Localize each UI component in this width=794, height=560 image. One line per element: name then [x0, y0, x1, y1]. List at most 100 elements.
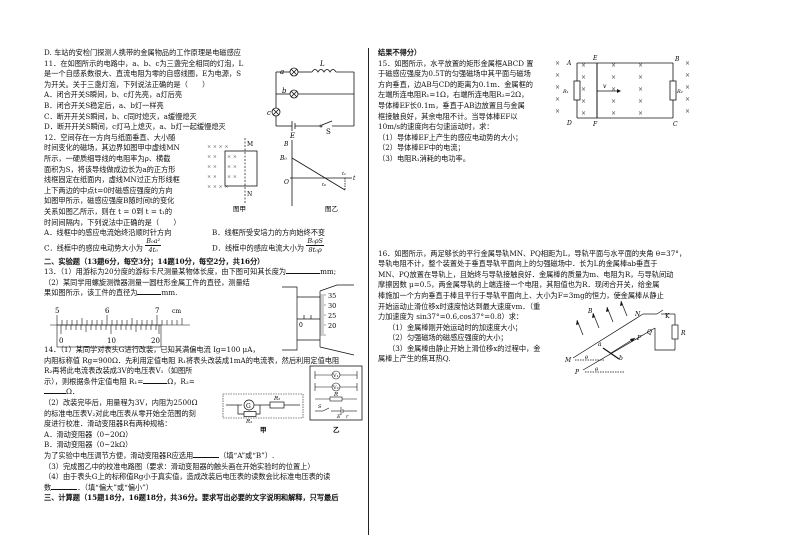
v2-label: V₂: [332, 385, 339, 391]
b0-label: B₀: [279, 155, 287, 162]
q15-stem-1: 15．如图所示，水平放置的矩形金属框ABCD 置: [378, 58, 534, 68]
q14-line-1: 14．（1）某同学对表头G进行改装，已知其满偏电流 Ig=100 μA，: [44, 345, 260, 355]
svg-text:×: ×: [638, 86, 643, 93]
q16-sub-2: （2）匀强磁场的磁感应强度的大小；: [388, 333, 508, 343]
q13-line-1-text: 13．（1）用游标为20分度的游标卡尺测量某物体长度，由下图可知其长度为: [44, 267, 287, 277]
svg-text:×: ×: [581, 86, 586, 93]
v1-label: V₁: [332, 373, 339, 379]
q16-stem-3: MN、PQ放置在导轨上，且始终与导轨接触良好．金属棒的质量为m、电阻为R，与导轨…: [378, 269, 674, 279]
q14-line-13: （4）由于表头G上的标称值Rg小于真实值，造成改装后电压表的读数会比标准电压表的…: [44, 472, 331, 482]
label-c: C: [673, 121, 678, 128]
q15-sub-2: （2）导体棒EF中的电流；: [378, 143, 465, 153]
q11-option-d: D．断开开关S瞬间，c灯马上熄灭，a、b灯一起缓慢熄灭: [44, 122, 226, 132]
q12-stem-3: 所示，一硬质细导线的电阻率为ρ、横截: [44, 153, 171, 163]
q12-stem-6: 上下两边的中点t=0时磁感应强度的方向: [44, 185, 173, 195]
q14-line-5: Ω．: [44, 387, 366, 398]
svg-text:×: ×: [611, 110, 616, 117]
fig-jia-caption: 图甲: [233, 205, 246, 213]
svg-text:×: ×: [581, 98, 586, 105]
label-e: E: [592, 55, 598, 62]
q16-stem-7: 力加速度为 sin37°=0.6,cos37°=0.8）求：: [378, 312, 524, 322]
svg-text:×: ×: [555, 96, 560, 103]
q12-option-d-text: D．线框中的感应电流大小为: [212, 243, 305, 253]
q11-option-b: B．闭合开关S稳定后，a、b灯一样亮: [44, 100, 164, 110]
vernier-10: 10: [107, 337, 116, 345]
svg-text:×: ×: [555, 84, 560, 91]
q14-option-a: A．滑动变阻器（0~20Ω）: [44, 429, 133, 439]
q14-line-3: R₂再将此电流表改装成3V的电压表V₁（如图所: [44, 366, 193, 376]
velocity-label: v: [603, 83, 607, 90]
q12-stem-5: 线框固定在纸面内，虚线MN过正方形线框: [44, 175, 180, 185]
t1-label: t₁: [342, 171, 346, 177]
label-m: M: [564, 357, 572, 364]
q13-line-3-text: 果如图所示，该工件的直径为: [44, 288, 138, 298]
q11-stem-1: 11．在如图所示的电路中，a、b、c为三盏完全相同的灯泡，L: [44, 58, 244, 68]
q14-choice-blank[interactable]: [193, 457, 220, 458]
label-q: Q: [647, 329, 652, 336]
q15-stem-6: 框接触良好，其余电阻不计。当导体棒EF以: [378, 111, 518, 121]
q13-answer-blank-2[interactable]: [137, 294, 162, 296]
q13-answer-blank-1[interactable]: [286, 273, 321, 275]
q11-stem-2: 是一个自感系数很大、直流电阻为零的自感线圈，E为电源，S: [44, 69, 242, 79]
switch-label: S: [326, 128, 331, 136]
axis-b-label: B: [283, 141, 289, 148]
q14-figure-yi: V₁ V₂ R S E r 乙: [309, 365, 363, 434]
svg-text:×: ×: [581, 110, 586, 117]
q14-r1-blank[interactable]: [143, 382, 168, 384]
q14-bias-blank[interactable]: [51, 488, 78, 490]
label-d: D: [566, 120, 572, 127]
label-b: B: [674, 56, 680, 63]
question-14: 14．（1）某同学对表头G进行改装，已知其满偏电流 Ig=100 μA， 内阻标…: [44, 345, 366, 493]
rheostat-label: R: [333, 392, 338, 398]
main-scale-6: 6: [105, 307, 110, 315]
svg-text:×: ×: [638, 98, 643, 105]
svg-text:×: ×: [555, 60, 560, 67]
switch-k-label: K: [665, 313, 670, 320]
q16-incline-diagram: B N K R Q F a b M P θ θ: [564, 300, 686, 376]
force-f-label: F: [636, 335, 642, 342]
svg-text:× ×: × ×: [207, 164, 217, 170]
q14-line-11: 为了实验中电压调节方便，滑动变阻器R应选用（填“A”或“B”）.: [44, 451, 366, 462]
source-label: E: [289, 132, 295, 140]
vernier-20: 20: [151, 337, 160, 345]
svg-text:×: ×: [685, 96, 690, 103]
q12-option-b: B．线框所受安培力的方向始终不变: [212, 228, 326, 238]
q12-option-a: A．线框中的感应电流始终沿顺时针方向: [44, 228, 172, 238]
q15-sub-1: （1）导体棒EF上产生的感应电动势的大小；: [378, 132, 523, 142]
label-a: A: [566, 60, 572, 67]
column-divider: [368, 48, 369, 535]
q12-stem-2: 时间变化的磁场，其边界如图甲中虚线MN: [44, 143, 180, 153]
main-scale-5: 5: [55, 307, 59, 315]
q10-option-d: D. 车站的安检门探测人携带的金属物品的工作原理是电磁感应: [44, 48, 241, 57]
vernier-caliper-diagram: 5 6 7 cm 0 10 20: [50, 307, 190, 348]
galvanometer-label: G: [246, 403, 251, 410]
q16-sub-1: （1）金属棒刚开始运动时的加速度大小；: [388, 322, 522, 332]
svg-text:×: ×: [685, 60, 690, 67]
q11-option-c: C．断开开关S瞬间，b、c同时熄灭，a缓慢熄灭: [44, 111, 197, 121]
emf-label: E: [336, 414, 341, 420]
q12-figure-yi-graph: B B₀ O t₀ t₁ t 图乙: [279, 140, 356, 213]
svg-text:× × × ×: × × × ×: [207, 144, 229, 150]
left-column: D. 车站的安检门探测人携带的金属物品的工作原理是电磁感应 11．在如图所示的电…: [44, 48, 366, 504]
angle-theta-2: θ: [595, 367, 598, 373]
label-p: P: [574, 369, 580, 376]
micrometer-35: 35: [328, 292, 336, 300]
svg-text:× ×: × ×: [227, 164, 237, 170]
svg-text:×: ×: [685, 108, 690, 115]
micrometer-diagram: 35 30 25 20 0: [282, 284, 355, 356]
q16-sub-3-cont: 属棒上产生的焦耳热Q.: [378, 354, 451, 364]
q14-omega: Ω．: [66, 387, 80, 397]
q14-r2-blank[interactable]: [44, 393, 66, 395]
q15-circuit-diagram: ××××× ××××× ××××× ××××× ××××× A E B D F …: [555, 55, 690, 128]
svg-text:× × × ×: × × × ×: [207, 184, 229, 190]
q14-line-12: （3）完成图乙中的校准电路图（要求：滑动变阻器的触头画在开始实验时的位置上）: [44, 461, 315, 471]
resistor-r-label: R: [680, 330, 686, 337]
micrometer-25: 25: [328, 312, 336, 320]
r1-label: R₁: [245, 419, 252, 425]
